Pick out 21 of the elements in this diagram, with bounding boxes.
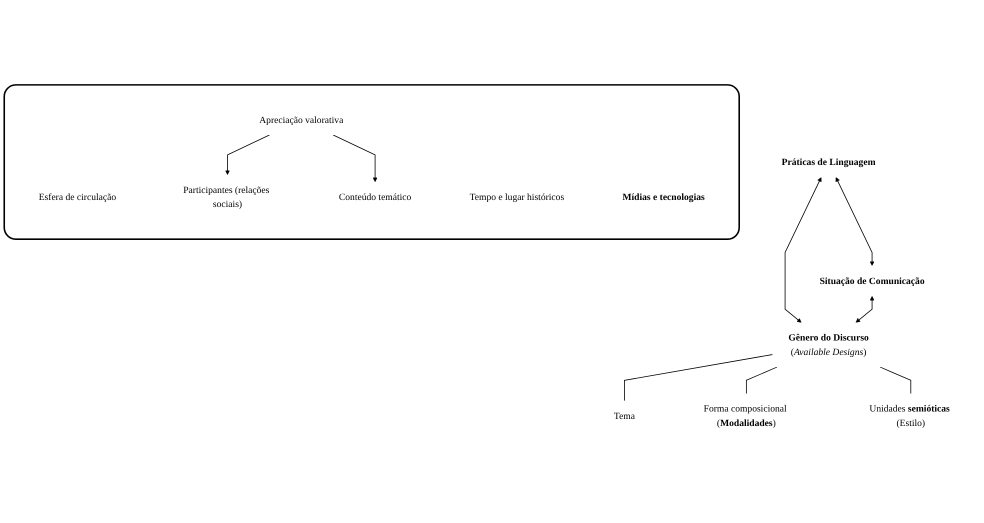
node-text: Gênero do Discurso (Available Designs)	[788, 332, 869, 357]
node-text: Esfera de circulação	[38, 191, 116, 202]
arrow	[332, 134, 378, 182]
connector	[624, 354, 773, 402]
node-text: Conteúdo temático	[338, 191, 412, 202]
arrow	[856, 296, 874, 323]
node-text: Forma composicional (Modalidades)	[704, 403, 787, 428]
node-text: Práticas de Linguagem	[782, 156, 876, 168]
connector	[880, 366, 912, 394]
node-text: Mídias e tecnologias	[622, 191, 705, 202]
arrow	[836, 177, 874, 266]
node-text: Tempo e lugar históricos	[470, 191, 564, 202]
node-text: Participantes (relações sociais)	[183, 184, 270, 210]
connector	[746, 366, 778, 394]
node-text: Tema	[614, 410, 635, 421]
arrow	[784, 177, 822, 323]
node-text: Unidades semióticas (Estilo)	[869, 403, 950, 428]
node-text: Situação de Comunicação	[820, 275, 925, 286]
arrow	[225, 134, 270, 175]
node-text: Apreciação valorativa	[259, 114, 344, 125]
cluster	[3, 84, 740, 240]
